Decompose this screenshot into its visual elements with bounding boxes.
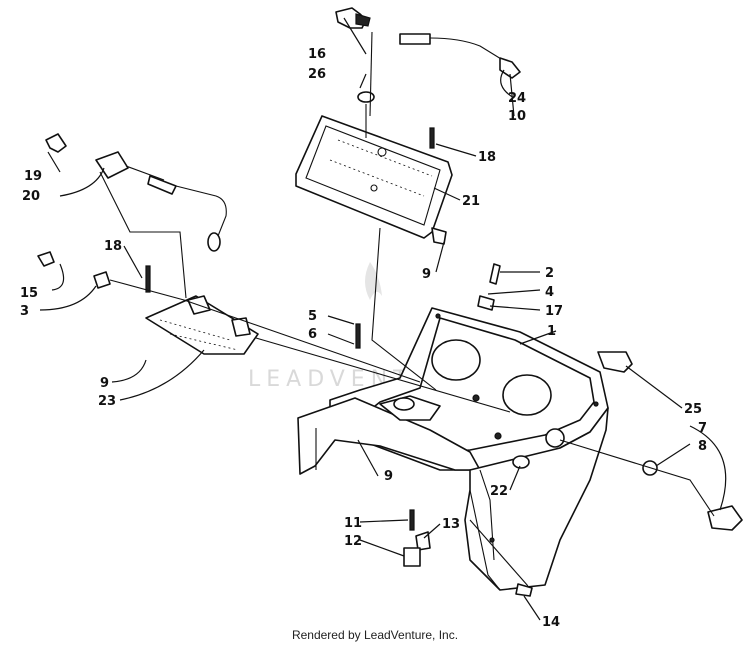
instrument-panel-housing xyxy=(297,307,609,591)
callout-26: 26 xyxy=(308,67,326,82)
callout-8: 8 xyxy=(698,439,707,454)
choke-cable-assembly xyxy=(45,133,227,252)
callout-6: 6 xyxy=(308,327,317,342)
callout-19: 19 xyxy=(24,169,42,184)
leader-lines xyxy=(39,17,727,621)
callout-9-housing: 9 xyxy=(384,469,393,484)
callout-9-lens: 9 xyxy=(422,267,431,282)
callout-24: 24 xyxy=(508,91,526,106)
callout-13: 13 xyxy=(442,517,460,532)
callout-17: 17 xyxy=(545,304,563,319)
callout-1: 1 xyxy=(547,324,556,339)
callout-25: 25 xyxy=(684,402,702,417)
callout-7: 7 xyxy=(698,421,707,436)
callout-10: 10 xyxy=(508,109,526,124)
callout-23: 23 xyxy=(98,394,116,409)
callout-12: 12 xyxy=(344,534,362,549)
callout-15: 15 xyxy=(20,286,38,301)
callout-5: 5 xyxy=(308,309,317,324)
callout-9-plate: 9 xyxy=(100,376,109,391)
assembly-lines xyxy=(99,31,715,587)
callout-22: 22 xyxy=(490,484,508,499)
callout-11: 11 xyxy=(344,516,362,531)
callout-21: 21 xyxy=(462,194,480,209)
callout-2: 2 xyxy=(545,266,554,281)
callout-18-plate: 18 xyxy=(104,239,122,254)
callout-4: 4 xyxy=(545,285,554,300)
small-hardware xyxy=(37,127,743,597)
footer-credit: Rendered by LeadVenture, Inc. xyxy=(291,628,459,642)
callout-16: 16 xyxy=(308,47,326,62)
display-lens-panel xyxy=(295,115,453,239)
dash-plate xyxy=(145,295,259,355)
callout-labels: 1 2 3 4 5 6 7 8 9 9 9 10 11 12 13 14 15 … xyxy=(20,47,707,630)
callout-20: 20 xyxy=(22,189,40,204)
light-socket-assembly xyxy=(335,7,521,103)
callout-3: 3 xyxy=(20,304,29,319)
callout-14: 14 xyxy=(542,615,560,630)
callout-18-lens: 18 xyxy=(478,150,496,165)
